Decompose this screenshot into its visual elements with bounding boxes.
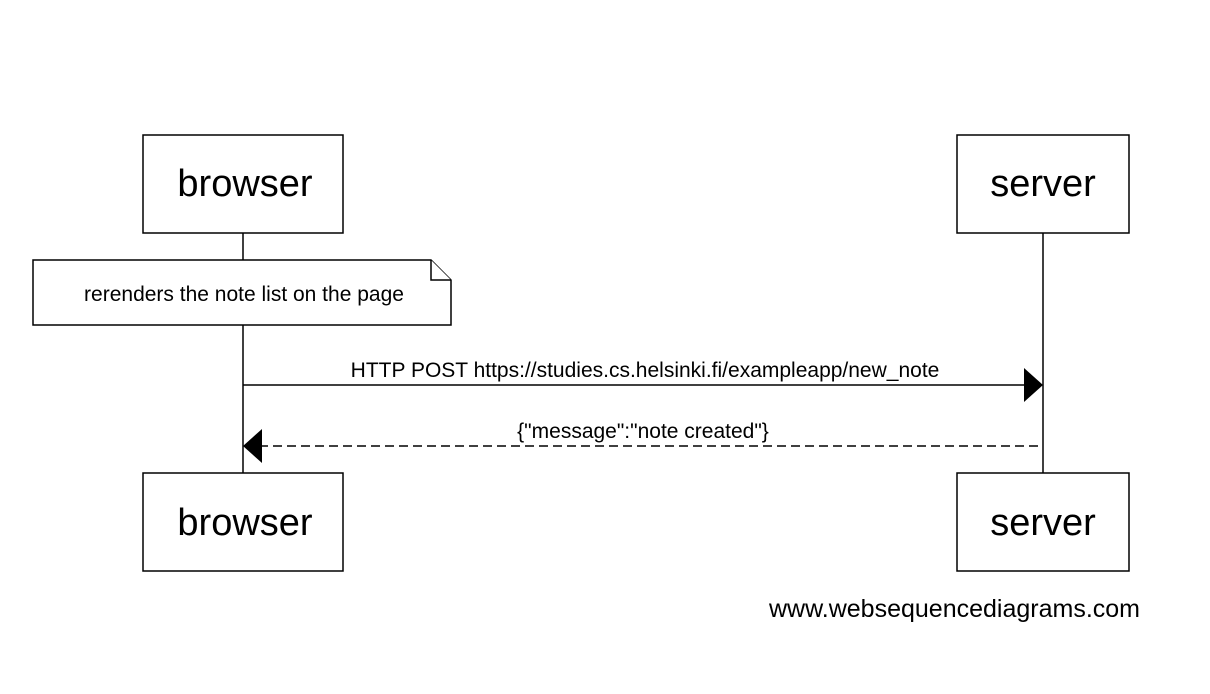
participant-server-top: server [956, 134, 1130, 234]
participant-box [142, 472, 344, 572]
message-label: {"message":"note created"} [517, 420, 769, 443]
participant-box [956, 472, 1130, 572]
participant-label: browser [177, 163, 312, 205]
participant-browser-top: browser [142, 134, 344, 234]
note-text: rerenders the note list on the page [84, 283, 404, 306]
participant-label: browser [177, 502, 312, 544]
arrow-left-icon [243, 429, 262, 463]
message-label: HTTP POST https://studies.cs.helsinki.fi… [351, 359, 940, 382]
participant-server-bottom: server [956, 472, 1130, 572]
message-post-new-note: HTTP POST https://studies.cs.helsinki.fi… [243, 359, 1043, 402]
participant-box [142, 134, 344, 234]
note-box [32, 259, 452, 326]
message-note-created-response: {"message":"note created"} [243, 420, 1038, 463]
participant-box [956, 134, 1130, 234]
watermark-text: www.websequencediagrams.com [768, 595, 1140, 623]
note-browser: rerenders the note list on the page [32, 259, 452, 326]
participant-label: server [990, 502, 1096, 544]
participant-browser-bottom: browser [142, 472, 344, 572]
arrow-right-icon [1024, 368, 1043, 402]
note-fold [430, 260, 451, 281]
participant-label: server [990, 163, 1096, 205]
